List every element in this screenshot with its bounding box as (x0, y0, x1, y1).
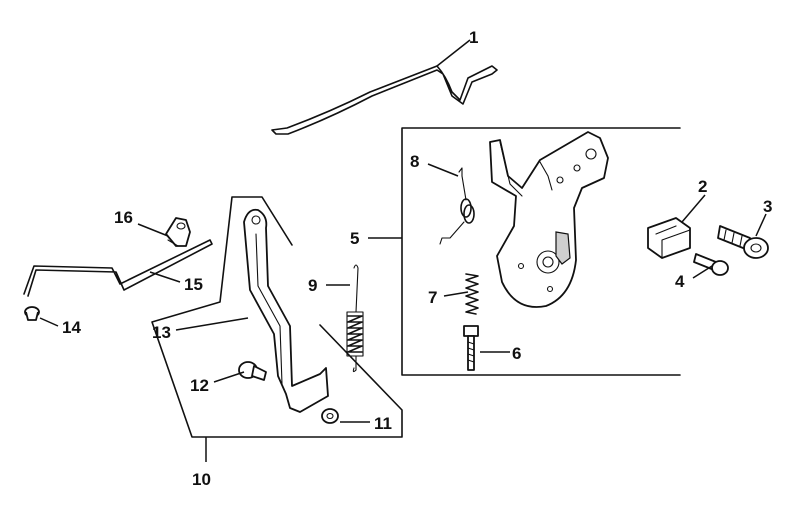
leader-lines (39, 39, 767, 462)
part-7-compression-spring (465, 273, 479, 315)
part-1-throttle-rod (271, 65, 498, 135)
callout-8: 8 (410, 152, 419, 171)
part-14-grommet (24, 306, 40, 321)
part-5-bracket-group (401, 127, 681, 376)
callout-2: 2 (698, 177, 707, 196)
callout-12: 12 (190, 376, 209, 395)
part-8-torsion-spring (439, 167, 475, 245)
callout-4: 4 (675, 272, 685, 291)
part-6-screw (463, 325, 479, 371)
part-4-small-bolt (693, 253, 729, 276)
callout-6: 6 (512, 344, 521, 363)
callout-14: 14 (62, 318, 81, 337)
callout-10: 10 (192, 470, 211, 489)
part-16-rod-clip (165, 217, 191, 247)
callout-11: 11 (374, 414, 392, 433)
callout-7: 7 (428, 288, 437, 307)
part-2-clip (647, 217, 691, 259)
part-9-extension-spring (346, 264, 364, 373)
part-10-lever-group (151, 196, 403, 438)
part-3-bolt (717, 225, 769, 259)
callout-15: 15 (184, 275, 203, 294)
callout-3: 3 (763, 197, 772, 216)
callout-1: 1 (469, 28, 478, 47)
part-11-nut (321, 408, 339, 424)
callout-5: 5 (350, 229, 359, 248)
part-15-rod (23, 239, 213, 297)
callout-13: 13 (152, 323, 171, 342)
part-12-bolt (238, 361, 267, 381)
callout-9: 9 (308, 276, 317, 295)
callout-labels: 1 2 3 4 5 6 7 8 9 10 11 12 13 14 15 16 (62, 28, 772, 489)
callout-16: 16 (114, 208, 133, 227)
part-13-control-lever (243, 208, 329, 413)
